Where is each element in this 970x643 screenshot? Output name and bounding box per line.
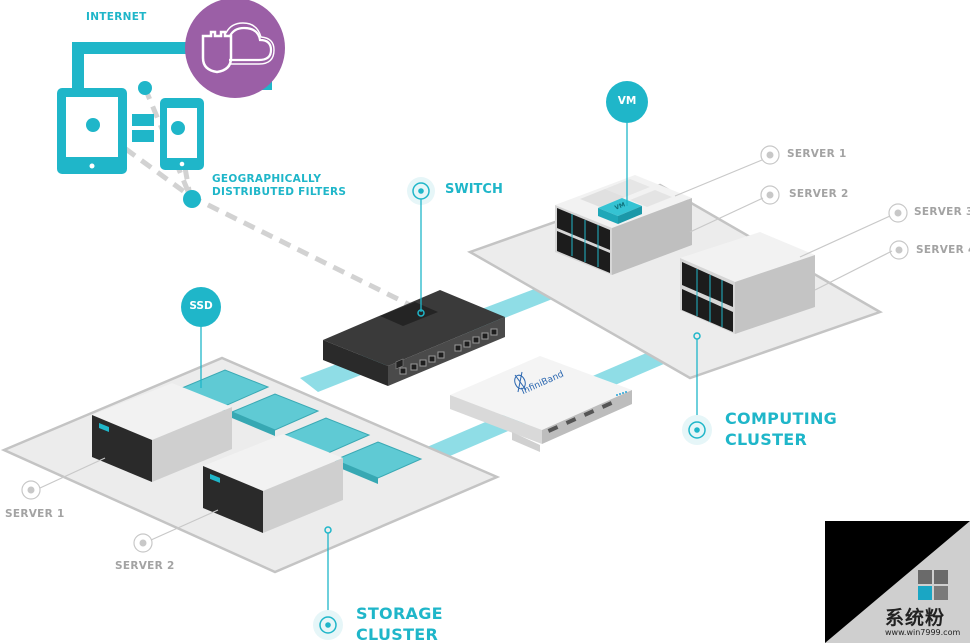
storage-server-1 (92, 383, 232, 482)
watermark-brand: 系统粉 (885, 607, 946, 629)
filter-hub-node (183, 190, 201, 208)
storage-server-callouts (21, 457, 219, 553)
vm-pointer (606, 81, 648, 206)
vm-box (598, 198, 642, 216)
switch-pointer (407, 177, 435, 317)
computing-server-4-label: SERVER 4 (916, 244, 970, 256)
ssd-bubble-label: SSD (189, 300, 213, 312)
watermark-url: www.win7999.com (885, 628, 961, 637)
switch-label: SWITCH (445, 182, 503, 197)
ssd-pointer (181, 287, 221, 388)
storage-cluster-pointer (313, 526, 343, 640)
computing-rack-right (680, 232, 815, 334)
computing-cluster-title-line1: COMPUTING (725, 409, 838, 428)
vm-bubble-label: VM (617, 95, 637, 107)
computing-rack-left (555, 175, 692, 275)
computing-cluster-pointer (682, 332, 712, 445)
computing-server-2-label: SERVER 2 (789, 188, 849, 200)
watermark-badge (825, 521, 970, 643)
storage-server-1-label: SERVER 1 (5, 508, 65, 520)
computing-cluster-title-line2: CLUSTER (725, 430, 808, 449)
computing-server-callouts (674, 145, 909, 291)
switch-ports (399, 328, 498, 375)
filters-label-line1: GEOGRAPHICALLY (212, 173, 322, 185)
filters-label-line2: DISTRIBUTED FILTERS (212, 186, 347, 198)
storage-cluster-title-line2: CLUSTER (356, 625, 439, 643)
cloud-shield-icon (185, 0, 285, 98)
filter-node-icon (132, 114, 154, 126)
storage-cluster-title-line1: STORAGE (356, 604, 443, 623)
switch-device (323, 290, 505, 386)
computing-server-3-label: SERVER 3 (914, 206, 970, 218)
infiniband-logo-icon (514, 371, 527, 393)
infiniband-device (450, 356, 632, 452)
storage-server-2 (203, 434, 343, 533)
storage-server-2-label: SERVER 2 (115, 560, 175, 572)
internet-label: INTERNET (86, 11, 147, 23)
computing-server-1-label: SERVER 1 (787, 148, 847, 160)
